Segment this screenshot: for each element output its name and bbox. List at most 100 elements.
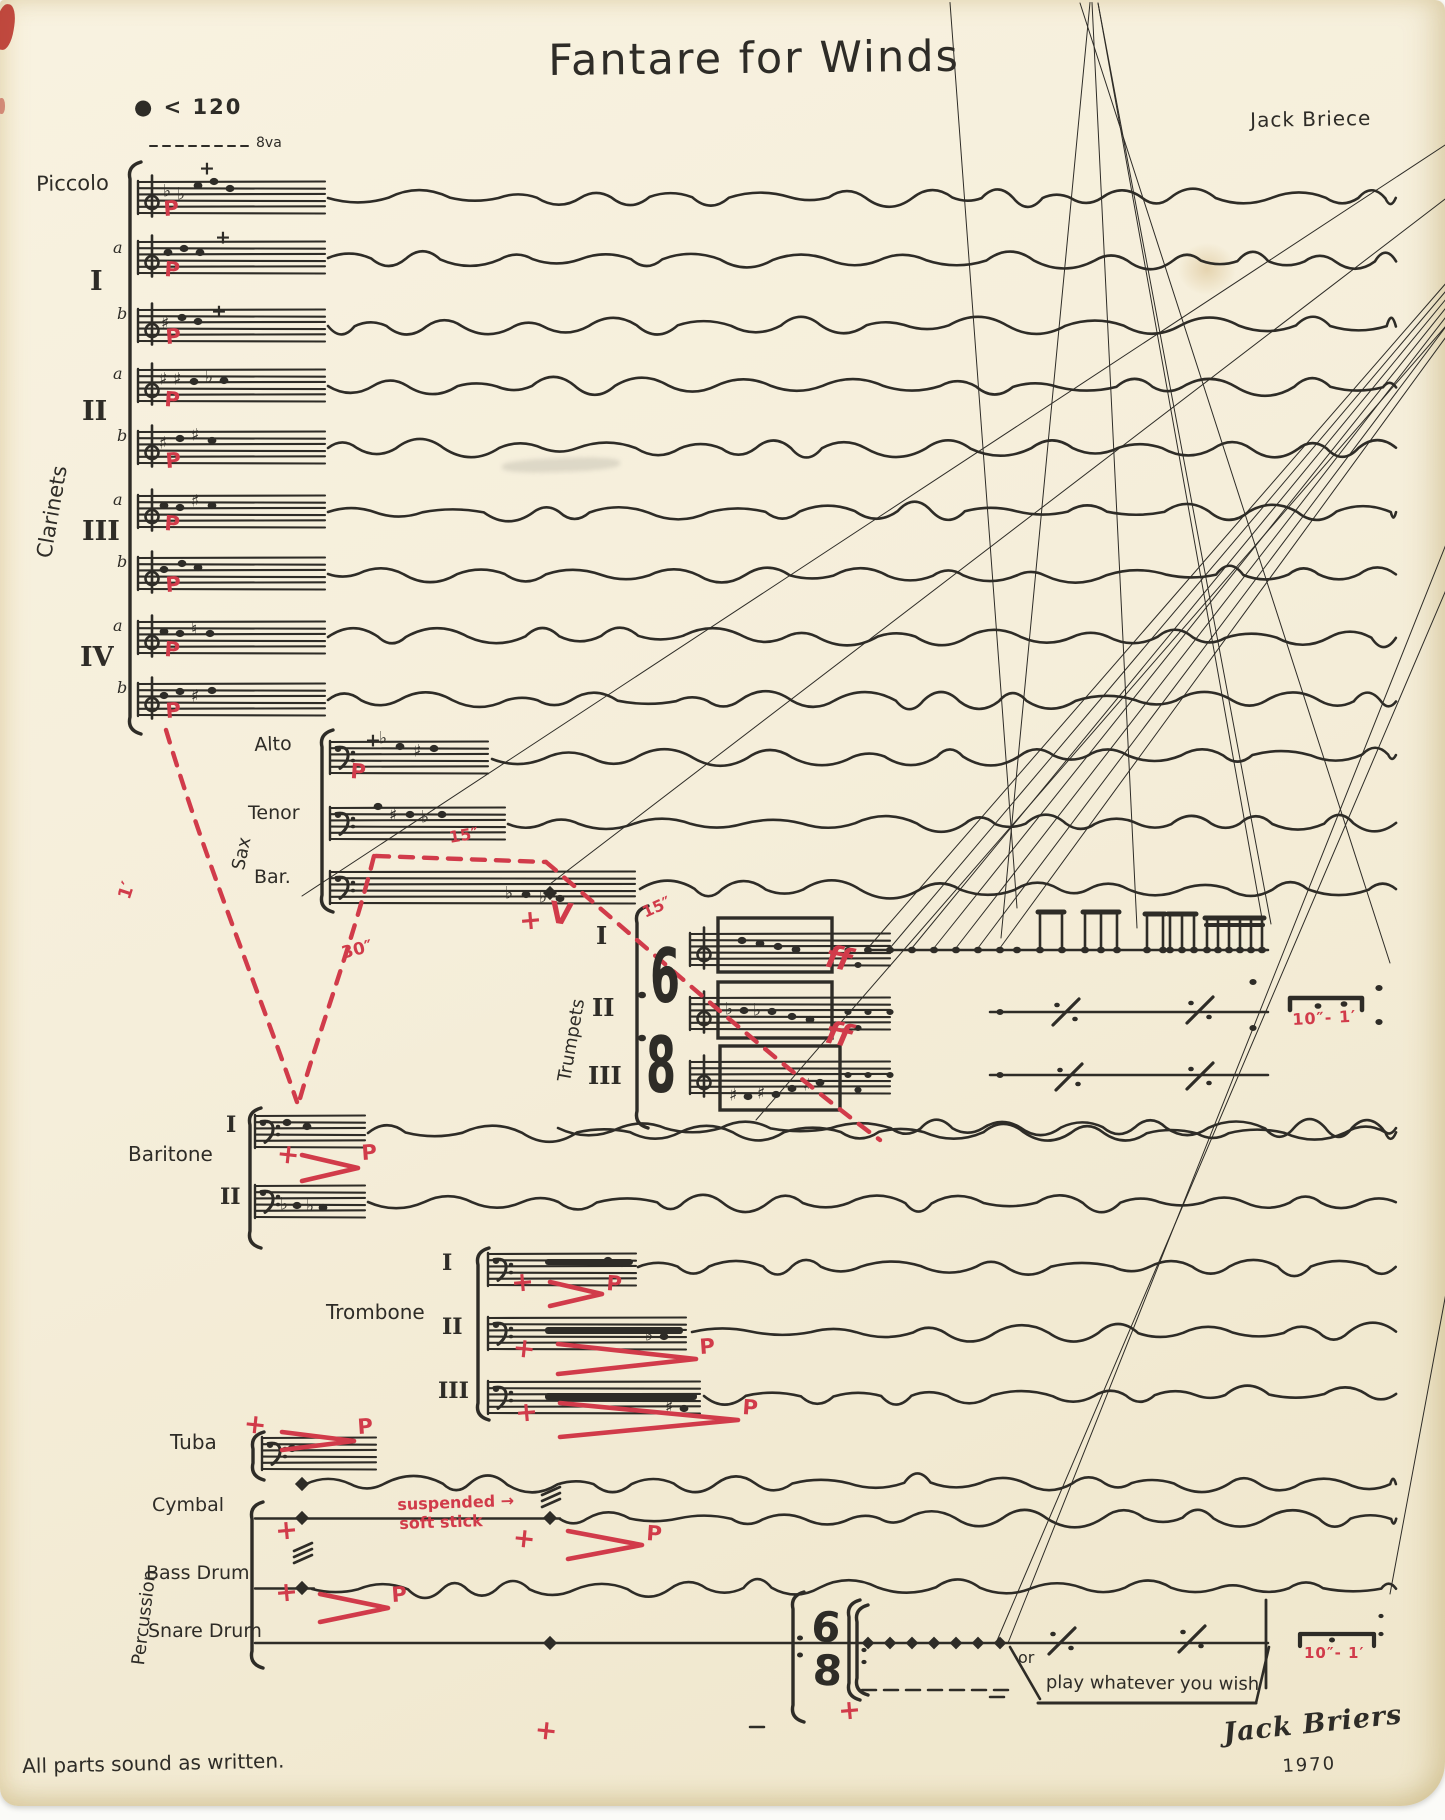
staff-line	[136, 380, 327, 384]
wavy-line	[326, 564, 1398, 584]
bass-clef-dot	[282, 1454, 288, 1459]
accent-plus: +	[837, 1694, 862, 1727]
accent-plus: +	[511, 1332, 537, 1365]
note-dot	[373, 802, 383, 811]
accidental: ♭	[725, 1000, 733, 1020]
dynamic-p: P	[361, 1140, 378, 1165]
wavy-line	[326, 500, 1398, 523]
note-dot	[175, 434, 185, 443]
beam-dot	[1178, 946, 1186, 954]
staff-line	[136, 519, 327, 522]
bass-clef-dot	[350, 750, 356, 755]
note-dot	[805, 1015, 815, 1024]
trumpet-group-dot	[638, 991, 646, 999]
sustain-bar	[545, 1393, 697, 1400]
bass-clef-dot	[493, 1387, 499, 1392]
wavy-line	[366, 1122, 1398, 1144]
note-dot	[225, 184, 235, 193]
wavy-line	[558, 1508, 1398, 1529]
note-box	[718, 1044, 842, 1112]
score-line	[1079, 2, 1391, 964]
score-line	[1097, 2, 1264, 925]
bass-clef-dot	[335, 877, 341, 882]
bass-clef-dot	[350, 880, 356, 885]
staff-line	[486, 1380, 702, 1384]
beam-dot	[1159, 946, 1167, 954]
label-sub-b-1: b	[117, 304, 128, 323]
label-cymbal: Cymbal	[152, 1494, 225, 1516]
note-dot	[767, 1007, 777, 1016]
staff-line	[688, 1008, 892, 1012]
staff-line	[260, 1467, 378, 1471]
label-trombone-3: III	[438, 1378, 469, 1404]
staff-line	[136, 430, 327, 434]
bass-clef-dot	[350, 758, 356, 763]
note-dot	[177, 559, 187, 568]
repeat-dot	[1378, 1631, 1384, 1637]
staff-line	[328, 813, 507, 816]
note-dot	[302, 1122, 312, 1131]
node-diamond	[542, 1635, 558, 1651]
accidental: ♭	[645, 1326, 653, 1346]
score-line	[911, 299, 1445, 949]
dynamic-p: P	[165, 324, 182, 349]
staff-line	[328, 825, 507, 829]
staff-line	[136, 333, 327, 336]
note-dot	[679, 1404, 689, 1413]
staff-line	[688, 957, 892, 960]
note-dot	[209, 177, 219, 186]
beam-dot	[1236, 946, 1244, 954]
dynamic-p: P	[391, 1582, 408, 1607]
label-sub-b-4: b	[117, 678, 128, 697]
simile-dot	[1188, 1000, 1194, 1006]
note-dot	[159, 501, 169, 510]
tempo-marking: ● < 120	[134, 95, 243, 119]
bass-clef-dot	[350, 824, 356, 829]
accidental: ♭	[177, 185, 185, 205]
snare-node	[861, 1636, 875, 1650]
staff-line	[136, 368, 327, 372]
bass-clef-dot	[260, 1191, 266, 1196]
bass-clef-dot	[350, 816, 356, 821]
grid-dot	[864, 1009, 872, 1015]
system-bracket	[250, 1430, 266, 1482]
score-line	[977, 327, 1445, 949]
system-bracket	[247, 1106, 263, 1250]
staff-line	[253, 1121, 367, 1124]
note-dot	[659, 1332, 669, 1341]
grid-dot	[886, 1072, 894, 1078]
cue-dashed-line	[163, 727, 300, 1105]
bass-clef-dot	[335, 813, 341, 818]
staff-line	[688, 932, 892, 936]
composer-name: Jack Briece	[1249, 105, 1372, 132]
note-dot	[207, 501, 217, 510]
accent-plus: +	[242, 1408, 268, 1441]
grid-dot	[996, 1009, 1004, 1015]
accent-plus-black: +	[215, 227, 231, 249]
staff-line	[136, 525, 327, 529]
beam-dot	[1036, 946, 1044, 954]
staff-line	[688, 1072, 892, 1076]
footer-note: All parts sound as written.	[21, 1748, 285, 1778]
rest-dot	[1314, 1003, 1322, 1009]
accidental: ♯	[191, 492, 199, 512]
system-bracket	[790, 1590, 806, 1724]
staff-line	[136, 506, 327, 510]
note-dot	[437, 810, 447, 819]
wavy-line	[326, 689, 1398, 711]
staff-line	[253, 1145, 367, 1149]
accidental: ♯	[757, 1084, 765, 1104]
staff-line	[260, 1461, 378, 1464]
score-line	[1097, 2, 1272, 925]
rest-dot	[1340, 1001, 1348, 1007]
wavy-line	[366, 1193, 1398, 1214]
rest-dot	[1329, 1637, 1335, 1643]
repeat-dot	[1378, 1613, 1384, 1619]
bass-clef-dot	[508, 1270, 514, 1275]
cue-dashed-line	[296, 853, 377, 1105]
tremolo-mark	[292, 1553, 314, 1565]
staff-line	[328, 759, 490, 763]
score-line	[933, 308, 1445, 949]
note-dot	[207, 686, 217, 695]
